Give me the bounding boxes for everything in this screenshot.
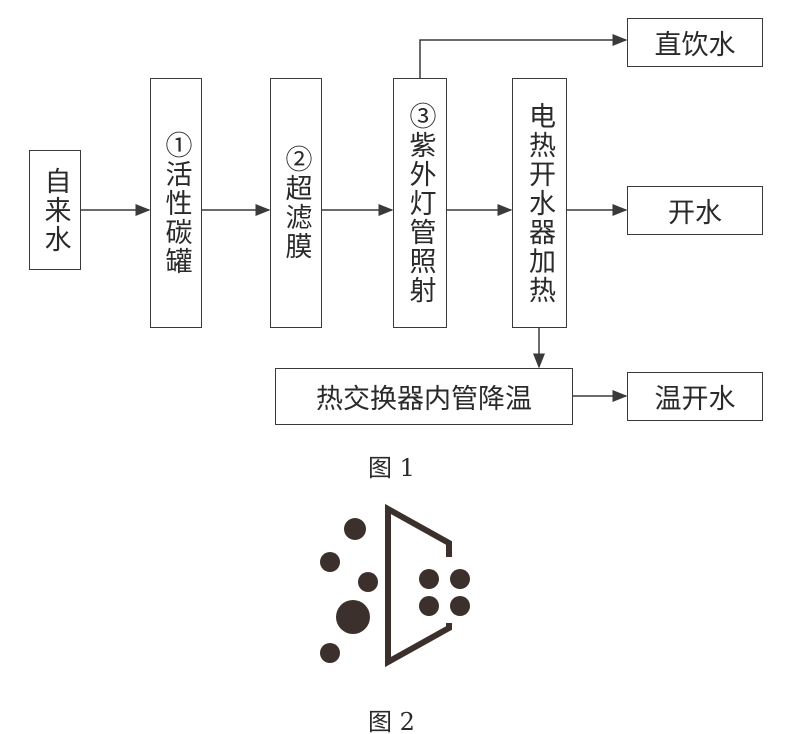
- node-ultrafiltration: ②超滤膜: [270, 78, 322, 328]
- arrow-uv-to-direct: [419, 34, 628, 78]
- particle: [344, 518, 366, 540]
- node-label: 自来水: [39, 166, 71, 254]
- particle: [419, 569, 439, 589]
- node-heater: 电热开水器加热: [512, 78, 567, 328]
- node-label: 温开水: [654, 384, 736, 415]
- particle: [320, 552, 340, 572]
- membrane-shape: [385, 503, 452, 668]
- node-label: ③紫外灯管照射: [404, 101, 436, 305]
- node-direct-water: 直饮水: [627, 18, 763, 67]
- node-warm-water: 温开水: [627, 372, 763, 421]
- particle: [419, 596, 439, 616]
- node-heat-exchanger: 热交换器内管降温: [275, 368, 573, 425]
- node-label: 电热开水器加热: [524, 101, 555, 305]
- node-carbon-tank: ①活性碳罐: [150, 78, 202, 328]
- figure1-caption: 图 1: [368, 454, 415, 482]
- node-label: 开水: [668, 198, 722, 229]
- particle: [320, 643, 340, 663]
- node-label: 热交换器内管降温: [316, 384, 532, 415]
- particle: [336, 600, 370, 634]
- particle: [450, 569, 470, 589]
- figure2-caption: 图 2: [368, 708, 415, 734]
- node-tap-water: 自来水: [29, 150, 81, 270]
- node-label: 直饮水: [654, 30, 736, 61]
- node-label: ①活性碳罐: [160, 130, 192, 276]
- node-uv-lamp: ③紫外灯管照射: [393, 78, 447, 328]
- node-label: ②超滤膜: [280, 145, 312, 261]
- particle: [358, 572, 378, 592]
- node-boiled-water: 开水: [627, 186, 763, 235]
- membrane-figure: [320, 503, 470, 668]
- particle: [450, 596, 470, 616]
